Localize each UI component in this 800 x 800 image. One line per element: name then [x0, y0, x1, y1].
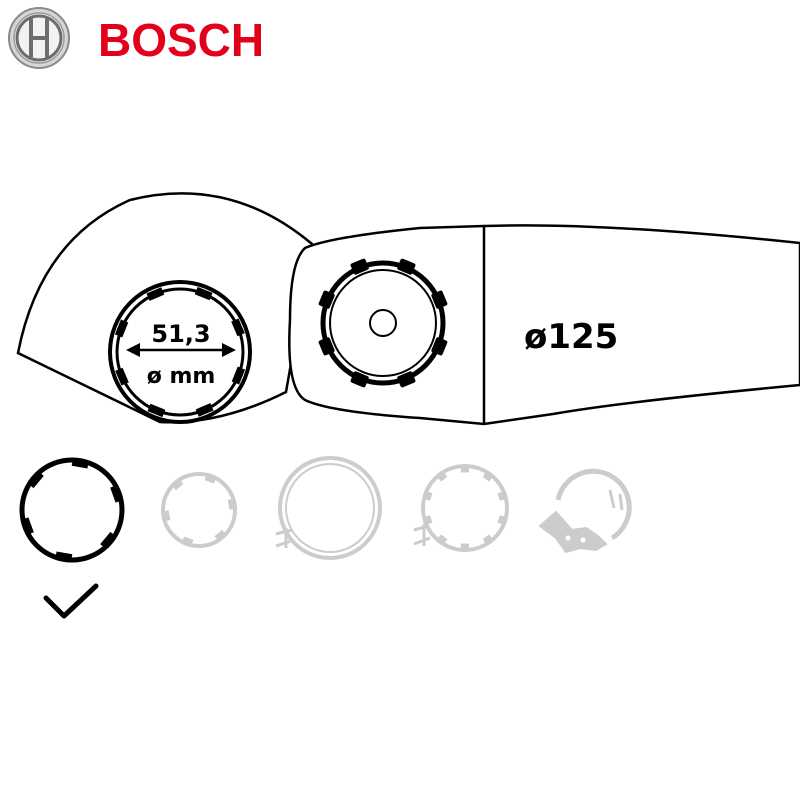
ring-notch — [100, 531, 116, 549]
ring-notch — [461, 543, 469, 551]
nut-lug — [350, 258, 369, 275]
check-icon — [43, 583, 99, 619]
ring-notch — [214, 529, 226, 541]
open-clip-ring-icon — [538, 468, 632, 554]
ring-notch — [172, 479, 184, 491]
ring-notch — [115, 367, 129, 386]
nut-lug — [397, 371, 416, 388]
ring-notch — [147, 403, 166, 418]
ring-notch — [482, 534, 494, 545]
ring-notch — [227, 498, 236, 510]
nut-lug — [431, 337, 448, 356]
ring-notch — [55, 551, 73, 562]
spindle-hole — [369, 309, 397, 337]
nut-lug — [318, 337, 335, 356]
ring-notch — [21, 517, 34, 535]
flange-nut — [318, 258, 448, 388]
ring-notch — [114, 319, 129, 338]
ring-notch — [497, 491, 507, 501]
compatibility-row — [19, 456, 632, 563]
ring-notch — [146, 287, 165, 301]
ring-notch — [162, 510, 171, 522]
bore-dimension-arrow — [126, 343, 236, 357]
toothed-ring-icon — [413, 464, 509, 552]
ring-notch — [204, 474, 217, 484]
ring-notch — [423, 491, 433, 501]
nut-lug — [397, 258, 416, 275]
bosch-armature-icon — [8, 7, 70, 69]
bore-dimension-unit: ø mm — [147, 364, 216, 389]
ring-notch — [231, 318, 245, 337]
ring-notch — [110, 485, 123, 503]
nut-lug — [350, 371, 369, 388]
plain-ring-icon — [275, 456, 382, 560]
disc-diameter-label: ø125 — [524, 317, 618, 357]
notched-ring-icon — [19, 457, 125, 563]
ring-notch — [461, 465, 469, 473]
ring-notch — [436, 471, 448, 482]
ring-notch — [181, 536, 194, 546]
ring-notch — [28, 471, 44, 489]
ring-notch — [71, 458, 89, 469]
small-notched-ring-icon — [161, 472, 237, 548]
brand-name: BOSCH — [98, 14, 264, 66]
ring-notch — [194, 286, 213, 301]
ring-notch — [497, 515, 507, 525]
bore-dimension-value: 51,3 — [151, 320, 210, 348]
ring-notch — [231, 366, 246, 385]
ring-notch — [482, 471, 494, 482]
ring-notch — [423, 515, 433, 525]
ring-notch — [195, 403, 214, 417]
ring-notch — [436, 534, 448, 545]
nut-lug — [318, 290, 335, 309]
bore-ring — [108, 280, 252, 424]
nut-lug — [431, 290, 448, 309]
